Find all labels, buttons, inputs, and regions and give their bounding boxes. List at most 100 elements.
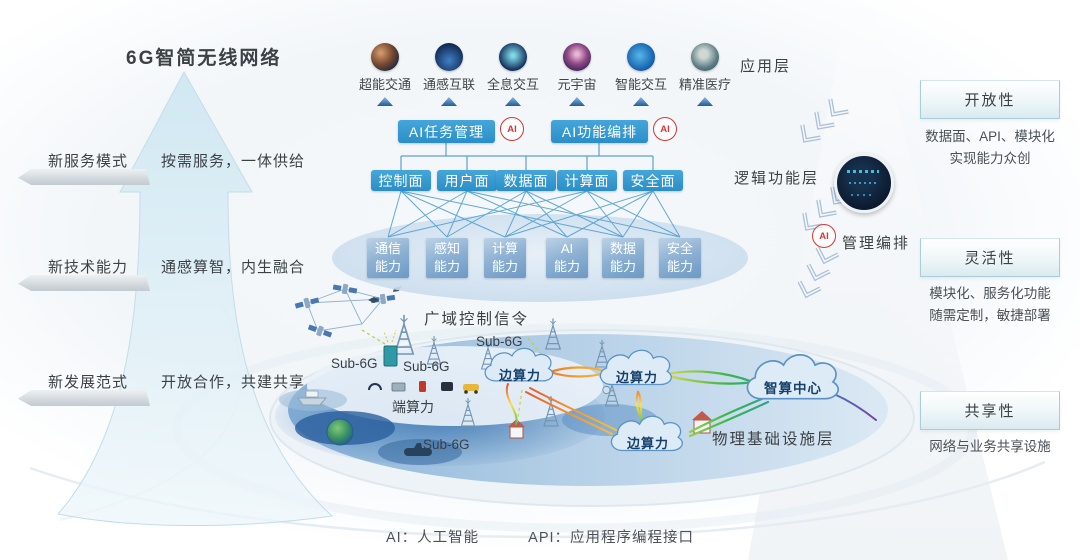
left-row-label-3: 新发展范式 (48, 374, 129, 391)
platform-slab-1 (18, 169, 150, 185)
capability-line1: 安全 (666, 241, 693, 257)
device-icons (368, 381, 479, 394)
logic-layer-label: 逻辑功能层 (734, 170, 820, 187)
diagram-title: 6G智简无线网络 (126, 48, 282, 69)
capability-box-data: 数据 能力 (602, 238, 644, 278)
terminal-compute-label: 端算力 (392, 399, 434, 415)
capability-line2: 能力 (374, 259, 401, 274)
satellite-network (294, 281, 547, 361)
panel-sharing-title: 共享性 (920, 391, 1060, 430)
submarine-icon (404, 448, 432, 456)
app-item-sensing: 通感互联 (417, 43, 481, 106)
app-label: 超能交通 (358, 77, 411, 92)
left-row-desc-2: 通感算智，内生融合 (161, 259, 306, 276)
panel-openness-title: 开放性 (920, 80, 1060, 119)
management-orchestration-label: 管理编排 (842, 235, 911, 252)
edge-compute-label-1: 边算力 (499, 368, 542, 383)
connector-tree (400, 143, 654, 170)
left-row-label-2: 新技术能力 (48, 259, 129, 276)
capability-platform-ellipse (332, 214, 748, 302)
ai-function-orchestration-box: AI功能编排 (551, 120, 648, 143)
app-image-metaverse-icon (563, 43, 591, 71)
up-arrow-icon (633, 97, 649, 106)
app-item-holographic: 全息交互 (481, 43, 545, 106)
capability-box-security: 安全 能力 (659, 238, 701, 278)
up-arrow-icon (441, 97, 457, 106)
capability-line2: 能力 (491, 259, 518, 274)
app-image-medical-icon (691, 43, 719, 71)
up-arrow-icon (505, 97, 521, 106)
footnote: AI：人工智能 API：应用程序编程接口 (0, 526, 1080, 547)
panel-desc-line1: 模块化、服务化功能 (929, 286, 1051, 301)
panel-openness-desc: 数据面、API、模块化 实现能力众创 (898, 126, 1080, 171)
application-row: 超能交通 通感互联 全息交互 元宇宙 智能交互 精准医疗 (353, 43, 737, 106)
plane-box-security: 安全面 (623, 170, 683, 191)
app-label: 智能交互 (614, 77, 667, 92)
panel-desc-line1: 数据面、API、模块化 (925, 129, 1055, 144)
application-layer-label: 应用层 (740, 58, 792, 75)
up-arrow-icon (377, 97, 393, 106)
capability-box-communication: 通信 能力 (367, 238, 409, 278)
capability-line2: 能力 (666, 259, 693, 274)
panel-flexibility-desc: 模块化、服务化功能 随需定制，敏捷部署 (898, 283, 1080, 328)
capability-box-ai: AI 能力 (546, 238, 588, 278)
capability-box-sensing: 感知 能力 (426, 238, 468, 278)
sub6g-label-4: Sub-6G (423, 437, 470, 452)
ground-objects (297, 381, 712, 456)
ai-badge-icon: AI (500, 117, 524, 141)
platform-slab-3 (18, 390, 150, 406)
plane-box-user: 用户面 (437, 170, 497, 191)
base-station-towers (383, 314, 619, 427)
capability-box-computing: 计算 能力 (484, 238, 526, 278)
plane-capability-mesh (387, 190, 681, 238)
management-monitor-icon (834, 153, 894, 213)
edge-compute-label-2: 边算力 (616, 370, 659, 385)
capability-line2: 能力 (609, 259, 636, 274)
app-image-sensing-icon (435, 43, 463, 71)
physical-layer-label: 物理基础设施层 (712, 431, 835, 448)
big-arrow-shape (57, 70, 334, 527)
panel-desc-line2: 实现能力众创 (949, 151, 1031, 167)
globe-icon (326, 418, 354, 446)
up-arrow-icon (697, 97, 713, 106)
wide-area-control-label: 广域控制信令 (424, 311, 530, 328)
capability-line2: 能力 (553, 259, 580, 274)
capability-line2: 能力 (433, 259, 460, 274)
app-item-medical: 精准医疗 (673, 43, 737, 106)
capability-line1: 通信 (374, 241, 401, 257)
plane-box-compute: 计算面 (557, 170, 617, 191)
left-row-desc-1: 按需服务，一体供给 (161, 153, 306, 170)
ai-task-management-box: AI任务管理 (398, 120, 495, 143)
plane-box-data: 数据面 (496, 170, 556, 191)
ship-icon (297, 397, 328, 406)
cabinet-icon (383, 345, 398, 367)
app-image-holographic-icon (499, 43, 527, 71)
drone-icon (368, 297, 379, 303)
app-item-traffic: 超能交通 (353, 43, 417, 106)
panel-flexibility-title: 灵活性 (920, 238, 1060, 277)
panel-desc-line1: 网络与业务共享设施 (929, 439, 1051, 454)
app-label: 通感互联 (422, 77, 475, 92)
sub6g-label-1: Sub-6G (331, 356, 378, 371)
ai-compute-center-label: 智算中心 (764, 381, 822, 396)
capability-line1: 计算 (491, 241, 518, 257)
up-arrow-icon (569, 97, 585, 106)
footnote-ai: AI：人工智能 (385, 530, 480, 546)
sub6g-label-2: Sub-6G (403, 359, 450, 374)
edge-compute-label-3: 边算力 (627, 436, 670, 451)
ai-badge-icon: AI (812, 224, 836, 248)
app-label: 精准医疗 (678, 77, 731, 92)
app-image-intelligent-icon (627, 43, 655, 71)
capability-line1: 感知 (433, 241, 460, 257)
app-item-intelligent: 智能交互 (609, 43, 673, 106)
plane-box-control: 控制面 (371, 170, 431, 191)
app-label: 全息交互 (486, 77, 539, 92)
footnote-api: API：应用程序编程接口 (528, 530, 695, 546)
panel-desc-line2: 随需定制，敏捷部署 (929, 308, 1051, 324)
left-row-desc-3: 开放合作，共建共享 (161, 374, 306, 391)
app-label: 元宇宙 (557, 77, 597, 92)
left-row-label-1: 新服务模式 (48, 153, 129, 170)
capability-line1: AI (560, 241, 574, 257)
app-image-traffic-icon (371, 43, 399, 71)
